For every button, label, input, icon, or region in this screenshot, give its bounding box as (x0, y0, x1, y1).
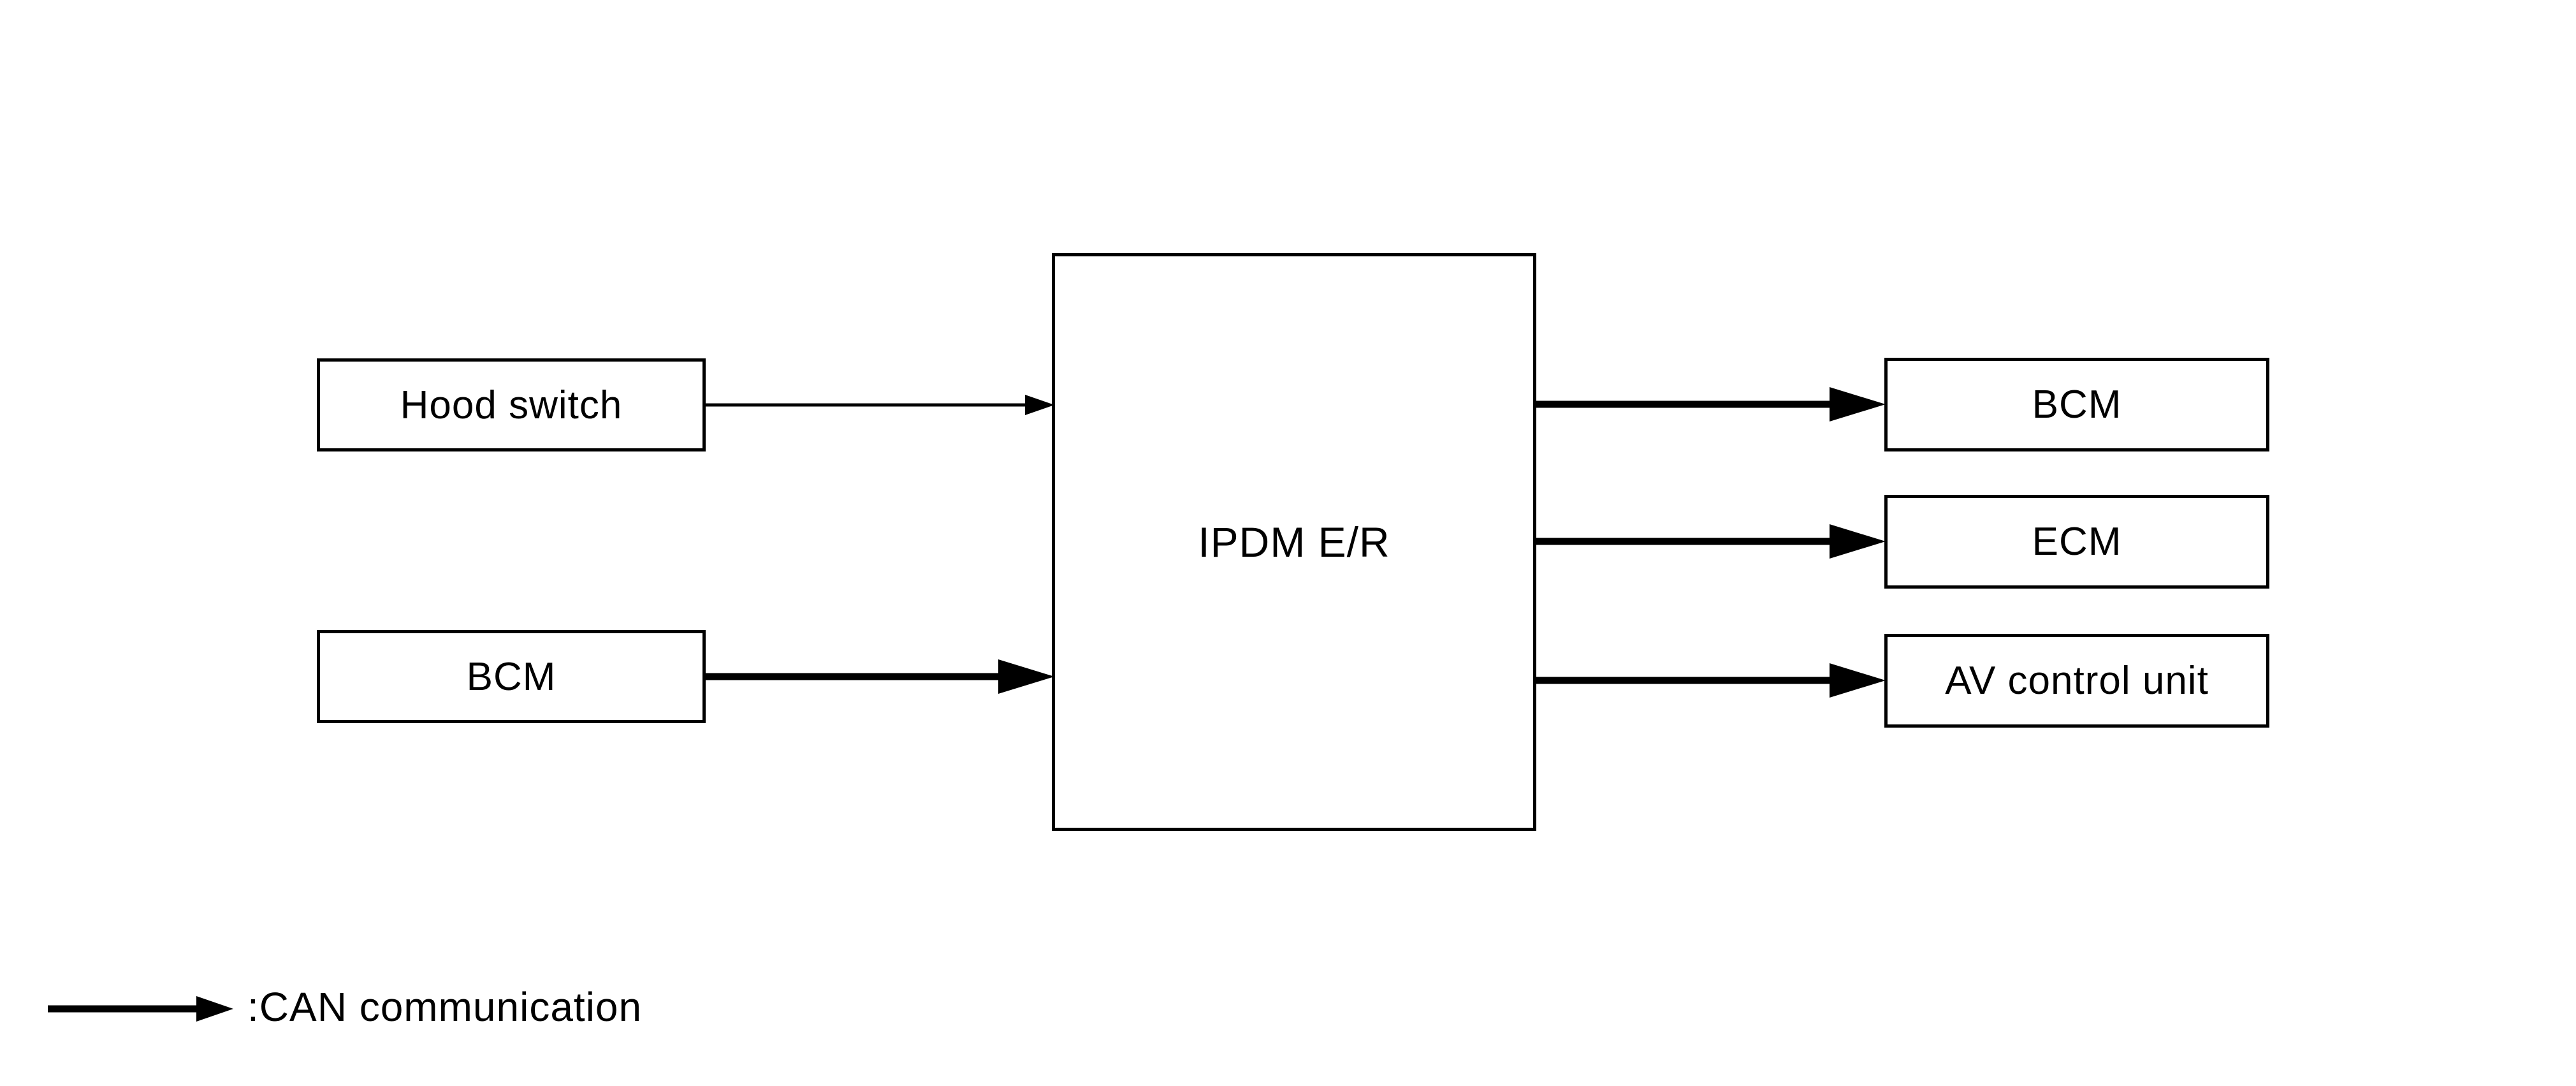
ipdm-er-label: IPDM E/R (1198, 518, 1390, 566)
diagram-box-ipdm-er: IPDM E/R (1052, 253, 1536, 831)
ipdm-to-av-control-unit-can-arrow (1536, 663, 1886, 698)
diagram-box-bcm-right: BCM (1884, 358, 2269, 451)
bcm-to-ipdm-can-arrow (706, 659, 1054, 694)
ipdm-to-ecm-can-arrow (1536, 524, 1886, 559)
bcm-left-label: BCM (466, 654, 557, 699)
ipdm-to-bcm-can-arrow (1536, 387, 1886, 422)
hood-switch-to-ipdm-arrow (706, 395, 1054, 415)
diagram-box-ecm: ECM (1884, 495, 2269, 589)
ecm-label: ECM (2032, 520, 2122, 564)
diagram-box-bcm-left: BCM (317, 630, 706, 723)
diagram-box-hood-switch: Hood switch (317, 358, 706, 451)
av-control-unit-label: AV control unit (1945, 659, 2209, 703)
hood-switch-label: Hood switch (400, 383, 623, 427)
diagram-box-av-control-unit: AV control unit (1884, 634, 2269, 728)
legend-can-communication-label: :CAN communication (247, 984, 643, 1031)
bcm-right-label: BCM (2032, 383, 2122, 427)
legend-can-arrow-icon (48, 996, 233, 1022)
